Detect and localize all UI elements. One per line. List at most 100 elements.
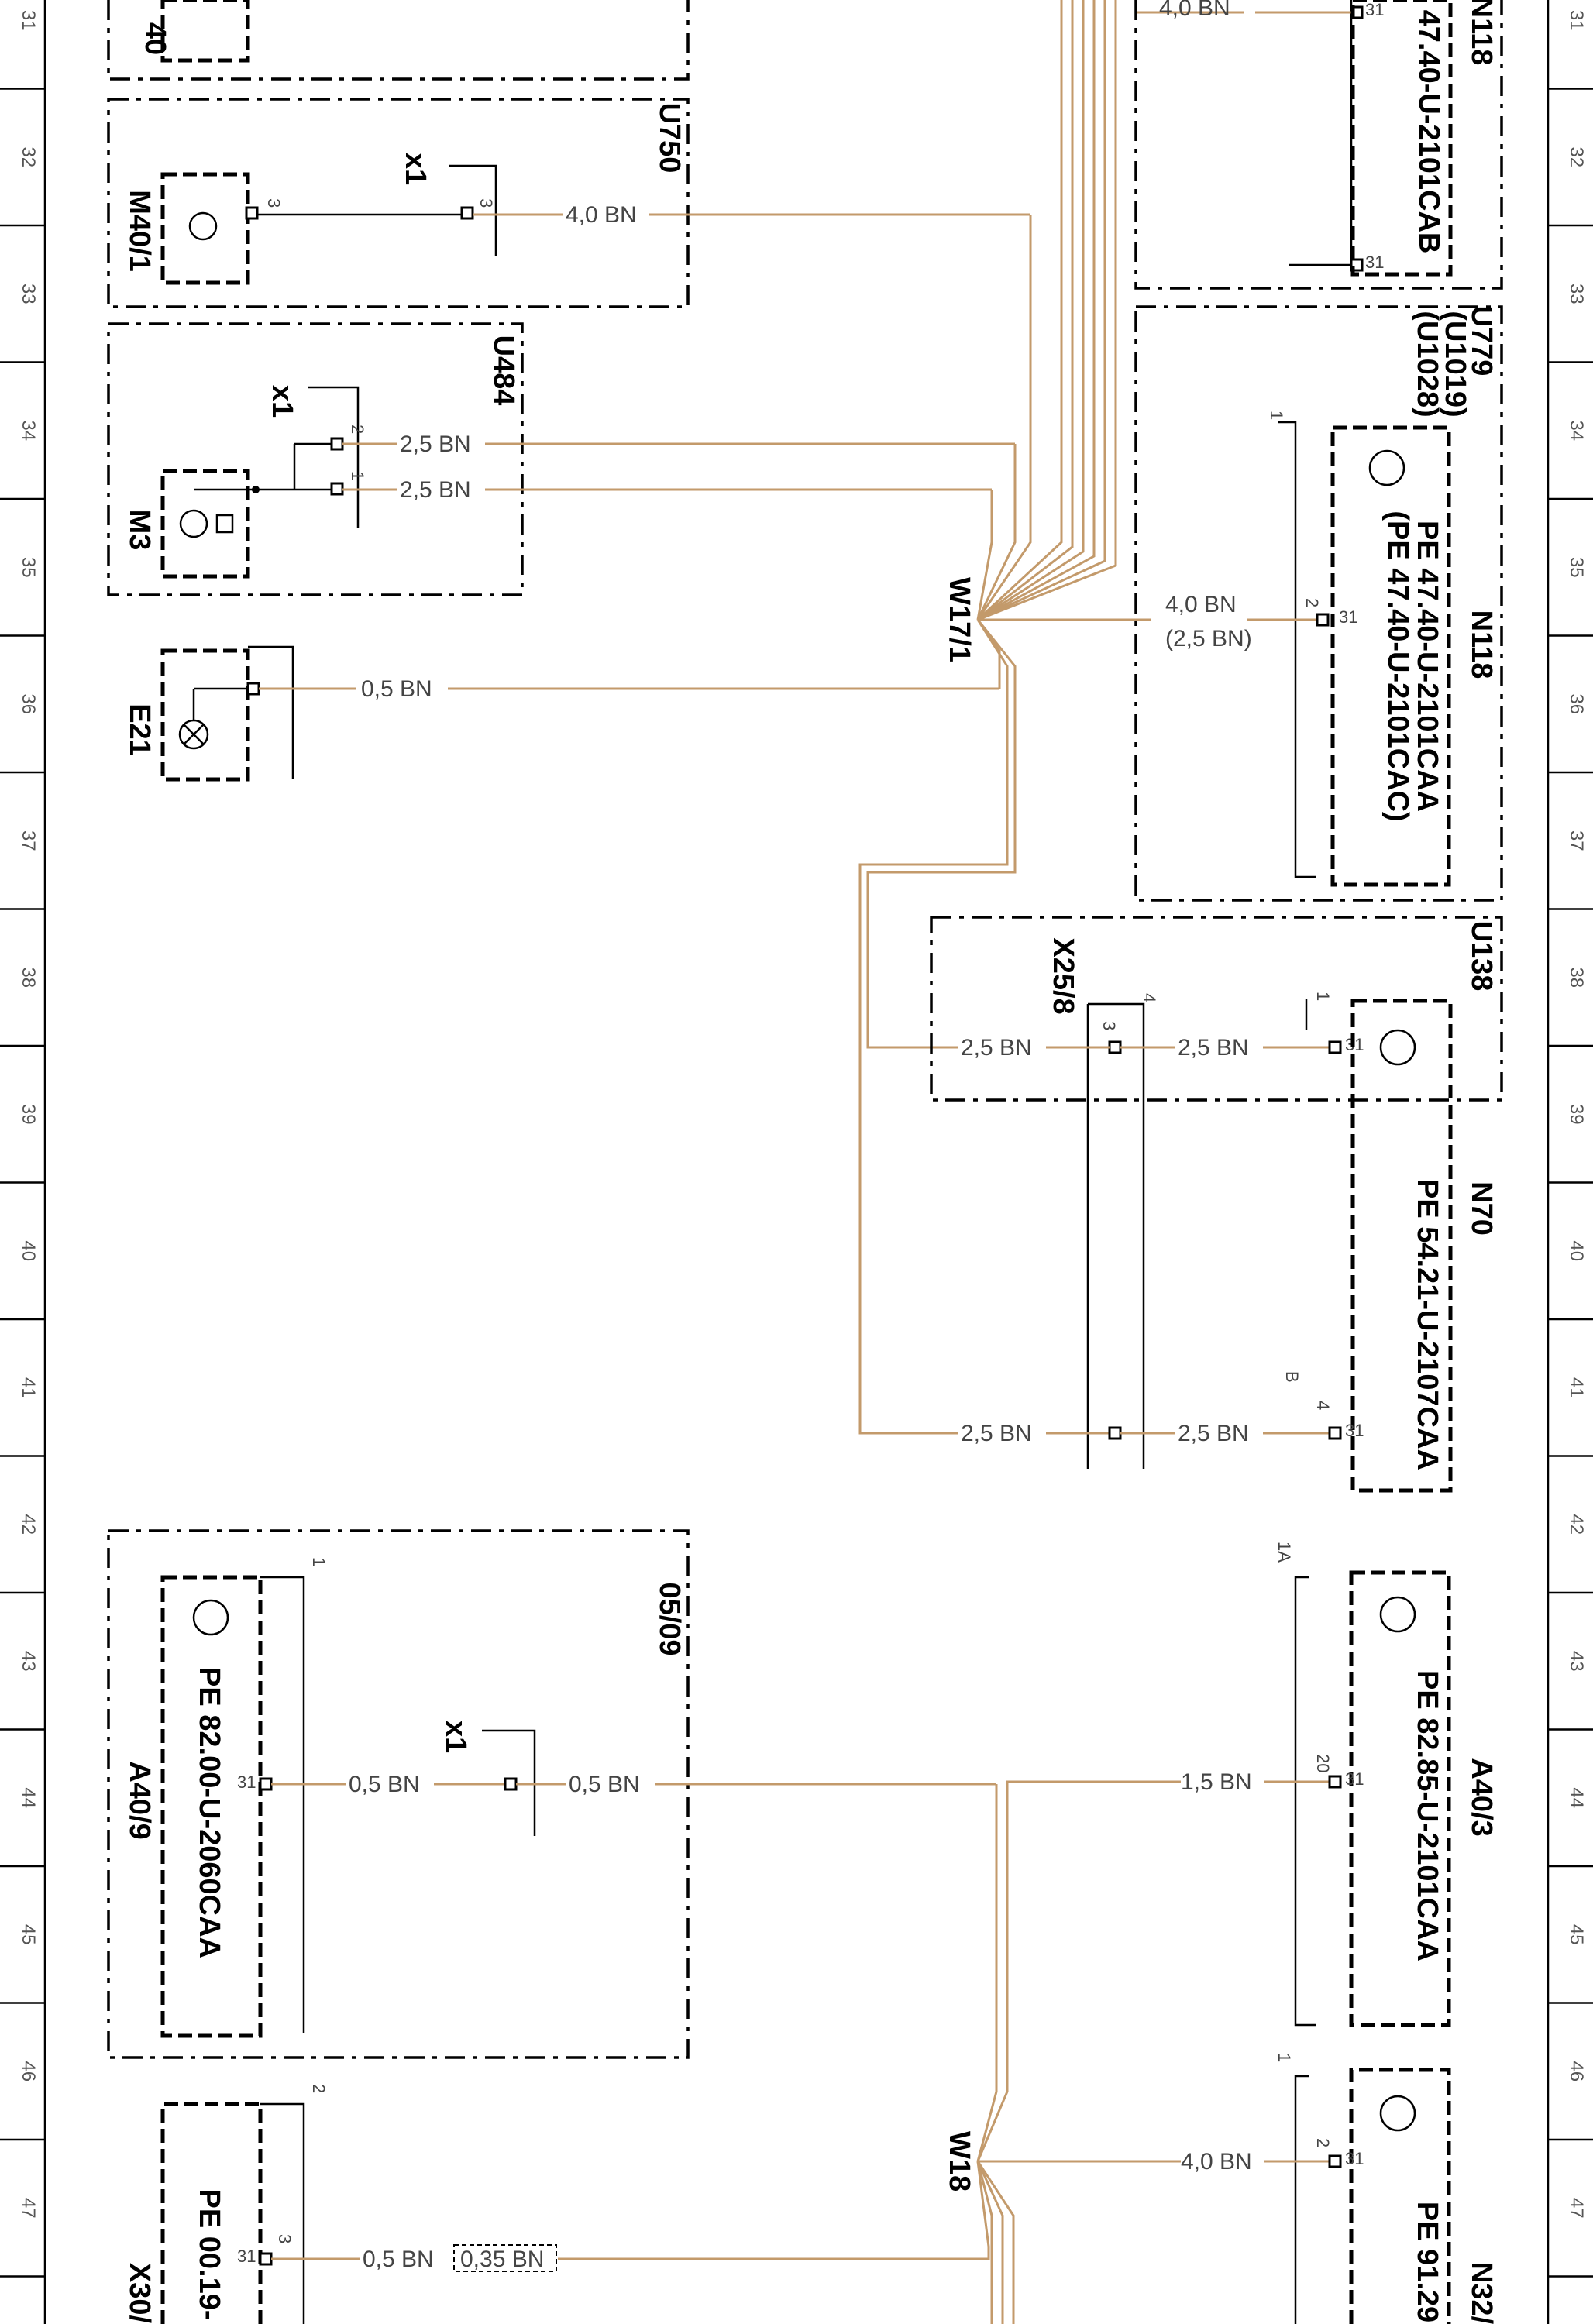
wire-label: (2,5 BN): [1165, 626, 1252, 651]
pin-label: 1: [1267, 411, 1286, 420]
a40-3-ref: PE 82.85-U-2101CAA: [1411, 1670, 1443, 1961]
n118-top-ref: 47.40-U-2101CAB: [1412, 10, 1445, 254]
u484-label: U484: [487, 335, 520, 406]
row-number: 32: [1566, 146, 1587, 167]
row-number: 42: [1566, 1514, 1587, 1535]
row-number: 33: [1566, 284, 1587, 304]
u779-label: U779: [1465, 306, 1498, 376]
transistor-icon: [1379, 1596, 1416, 1633]
module-a40-3: 1A 1,5 BN 20 31 A40/3 PE 82.85-U-2101CAA: [1175, 1542, 1498, 2027]
lamp-e21: E21 0,5 BN: [123, 645, 999, 782]
module-a40-9: 05/09 PE 82.00-U-2060CAA A40/9 1 31 0,5 …: [107, 1529, 996, 2059]
pin-label: 31: [1345, 1421, 1364, 1440]
splice-w18: W18: [558, 1780, 1175, 2324]
wire-label: 4,0 BN: [566, 202, 637, 228]
wire-label: 2,5 BN: [1178, 1035, 1249, 1061]
pin-label: B: [1282, 1371, 1302, 1383]
connector-x1-label: x1: [266, 385, 298, 418]
n70-ref: PE 54.21-U-2107CAA: [1411, 1179, 1443, 1470]
row-number: 40: [18, 1240, 39, 1261]
pin-label: 31: [1339, 607, 1357, 627]
wire-label: 4,0 BN: [1181, 2149, 1252, 2174]
module-u484: U484 M3 x1 2 1 2,5 BN 2,5 BN: [107, 322, 1015, 596]
pin-label: 31: [237, 1772, 256, 1792]
n32-label: N32/: [1465, 2262, 1498, 2324]
pin-label: 2: [348, 425, 367, 434]
pin-label: 3: [275, 2234, 294, 2243]
row-number: 38: [18, 967, 39, 988]
n32-ref: PE 91.29: [1411, 2202, 1443, 2322]
row-number: 43: [1566, 1651, 1587, 1672]
pin-label: 31: [237, 2247, 256, 2266]
n118-ref-1: PE 47.40-U-2101CAA: [1411, 521, 1443, 812]
row-number: 36: [1566, 693, 1587, 714]
transistor-icon: [192, 1599, 229, 1636]
connector-x1-label: x1: [439, 1721, 472, 1753]
row-number: 37: [1566, 830, 1587, 851]
row-number: 32: [18, 146, 39, 167]
row-number: 31: [18, 10, 39, 31]
motor-symbol-m3: [179, 509, 208, 538]
pin-label: 1: [309, 1557, 329, 1566]
row-number: 43: [18, 1651, 39, 1672]
module-n118-top: 31 31 N118 47.40-U-2101CAB: [1134, 0, 1503, 290]
module-n32-partial: 1 4,0 BN 2 31 N32/ PE 91.29: [1175, 2053, 1498, 2324]
wire-label: 0,35 BN: [460, 2247, 544, 2272]
wire-label: 0,5 BN: [349, 1772, 420, 1797]
u1019-label: (U1019): [1439, 311, 1471, 417]
pin-label: 1: [348, 471, 367, 480]
u138-label: U138: [1465, 921, 1498, 992]
wire-label: 2,5 BN: [961, 1035, 1032, 1061]
pin-label: 2: [1313, 2138, 1333, 2147]
n118-ref-2: (PE 47.40-U-2101CAC): [1381, 511, 1414, 821]
pin-label: 2: [1302, 598, 1322, 607]
u1028-label: (U1028): [1411, 311, 1443, 417]
pin-label: 31: [1365, 0, 1384, 19]
transistor-icon: [1368, 449, 1405, 486]
module-u138: U138 X25/8 4 3 2,5 BN 2,5 BN 1 31 N70 PE…: [868, 916, 1503, 1493]
pin-label: 31: [1345, 1769, 1364, 1789]
row-number: 44: [1566, 1787, 1587, 1808]
wire-label: 2,5 BN: [400, 431, 471, 457]
row-number: 37: [18, 830, 39, 851]
a40-9-ref: PE 82.00-U-2060CAA: [193, 1667, 225, 1958]
m3-label: M3: [123, 510, 156, 551]
row-number: 46: [18, 2061, 39, 2082]
wire-label: 0,5 BN: [361, 676, 432, 702]
pin-label: 1: [1275, 2053, 1294, 2062]
pin-label: 3: [477, 198, 496, 208]
e21-label: E21: [123, 703, 156, 756]
row-number: 38: [1566, 967, 1587, 988]
row-number: 41: [1566, 1377, 1587, 1398]
row-number: 31: [1566, 10, 1587, 31]
row-number: 47: [18, 2198, 39, 2219]
transistor-icon: [1379, 2095, 1416, 2132]
wire-label: 0,5 BN: [363, 2247, 434, 2272]
pin-label: 4: [1313, 1401, 1333, 1410]
n118-top-label: N118: [1465, 0, 1498, 65]
row-number: 44: [18, 1787, 39, 1808]
ref-05-09-label: 05/09: [653, 1582, 686, 1655]
module-u750: U750 M40/1 3 3 x1 4,0 BN: [107, 98, 1030, 308]
row-number: 40: [1566, 1240, 1587, 1261]
x30-ref: PE 00.19-: [193, 2189, 225, 2320]
pin-label: 2: [309, 2084, 329, 2093]
component-top-partial-label: 40: [139, 22, 171, 55]
module-u779: U779 (U1019) (U1028) 1 4,0 BN (2,5 BN) 2…: [1134, 305, 1503, 902]
wire-label: 2,5 BN: [1178, 1421, 1249, 1446]
n70-label: N70: [1465, 1181, 1498, 1236]
m40-1-label: M40/1: [123, 190, 156, 272]
w18-label: W18: [943, 2131, 975, 2192]
connector-x1-label: x1: [399, 153, 432, 185]
wire-label: 1,5 BN: [1181, 1769, 1252, 1795]
row-number: 42: [18, 1514, 39, 1535]
x25-8-label: X25/8: [1047, 937, 1079, 1014]
motor-symbol: [188, 211, 218, 241]
x30-label: X30/: [123, 2263, 156, 2324]
row-number: 45: [18, 1924, 39, 1945]
wire-label: 4,0 BN: [1165, 592, 1237, 617]
u750-label: U750: [653, 103, 686, 174]
row-number: 46: [1566, 2061, 1587, 2082]
